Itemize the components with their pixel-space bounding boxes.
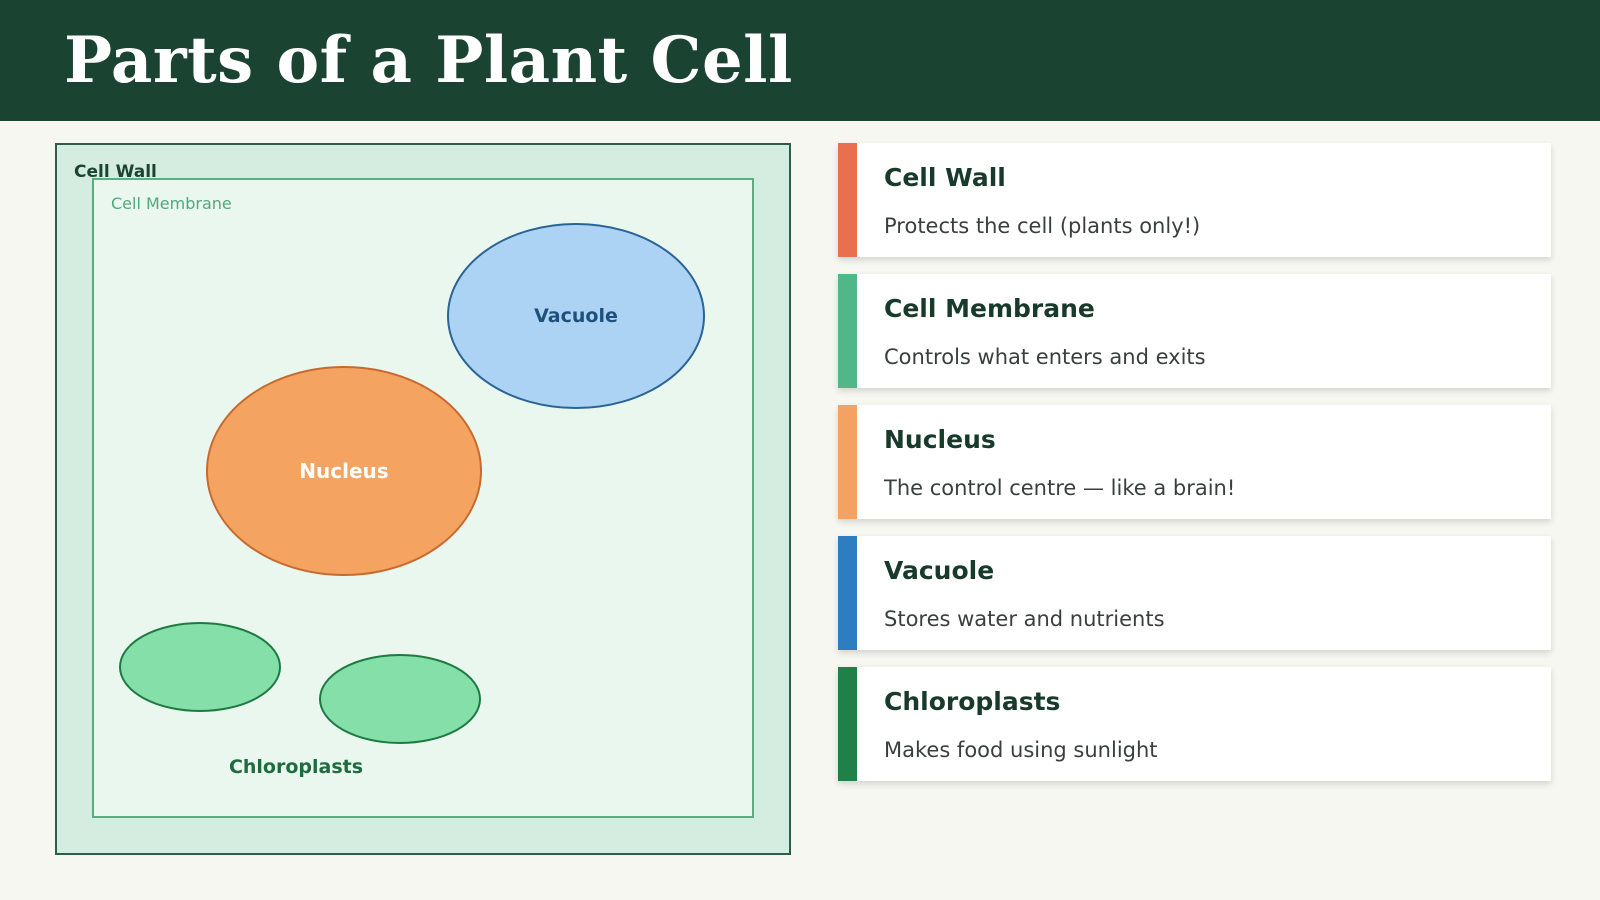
- card-color-bar: [838, 143, 857, 257]
- parts-legend: Cell Wall Protects the cell (plants only…: [838, 143, 1551, 798]
- cell-membrane-label: Cell Membrane: [111, 194, 232, 213]
- card-title: Nucleus: [884, 425, 996, 454]
- plant-cell-diagram: Cell Wall Cell Membrane Vacuole Nucleus …: [55, 143, 791, 855]
- card-color-bar: [838, 536, 857, 650]
- title-bar: Parts of a Plant Cell: [0, 0, 1600, 121]
- card-description: Protects the cell (plants only!): [884, 214, 1201, 238]
- card-description: Makes food using sunlight: [884, 738, 1158, 762]
- card-title: Chloroplasts: [884, 687, 1061, 716]
- card-description: Stores water and nutrients: [884, 607, 1165, 631]
- chloroplasts-label: Chloroplasts: [229, 756, 363, 778]
- card-description: Controls what enters and exits: [884, 345, 1206, 369]
- card-color-bar: [838, 405, 857, 519]
- nucleus-shape: [206, 366, 482, 576]
- page-title: Parts of a Plant Cell: [64, 23, 793, 98]
- vacuole-shape: [447, 223, 705, 409]
- chloroplast-shape: [119, 622, 281, 712]
- card-title: Vacuole: [884, 556, 995, 585]
- plant-cell-svg: Cell Wall Cell Membrane Vacuole Nucleus …: [55, 143, 791, 855]
- chloroplast-shape: [319, 654, 481, 744]
- legend-card-cell-membrane: Cell Membrane Controls what enters and e…: [838, 274, 1551, 388]
- legend-card-cell-wall: Cell Wall Protects the cell (plants only…: [838, 143, 1551, 257]
- legend-card-nucleus: Nucleus The control centre — like a brai…: [838, 405, 1551, 519]
- cell-wall-label: Cell Wall: [74, 162, 157, 182]
- card-title: Cell Membrane: [884, 294, 1095, 323]
- card-description: The control centre — like a brain!: [884, 476, 1236, 500]
- card-color-bar: [838, 274, 857, 388]
- legend-card-chloroplasts: Chloroplasts Makes food using sunlight: [838, 667, 1551, 781]
- nucleus-label: Nucleus: [299, 459, 388, 483]
- card-color-bar: [838, 667, 857, 781]
- vacuole-label: Vacuole: [534, 305, 618, 327]
- card-title: Cell Wall: [884, 163, 1006, 192]
- legend-card-vacuole: Vacuole Stores water and nutrients: [838, 536, 1551, 650]
